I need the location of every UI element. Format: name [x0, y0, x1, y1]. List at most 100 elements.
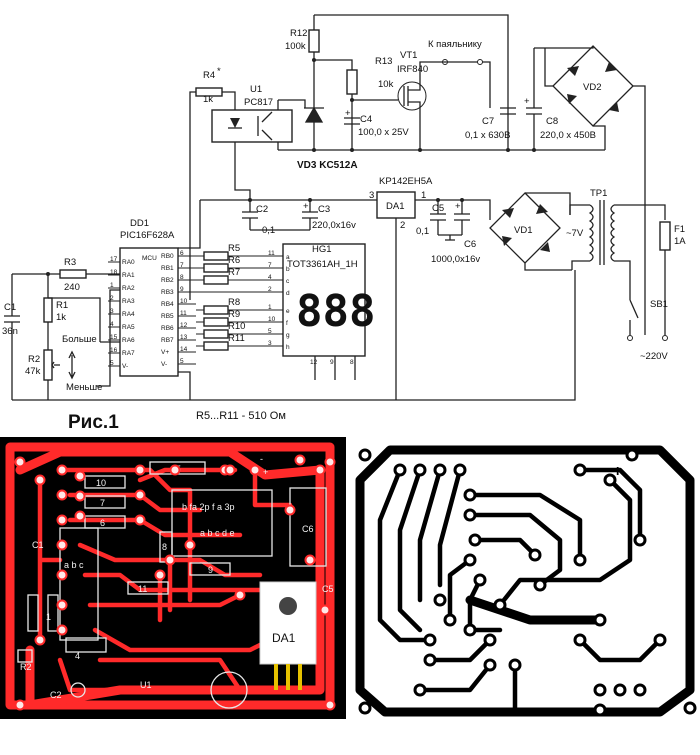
- mcu-left-pin-num: 4: [110, 321, 114, 328]
- r13-value: 10k: [378, 79, 394, 90]
- mcu-left-pin-num: 3: [110, 308, 114, 315]
- f1-value: 1A: [674, 236, 686, 247]
- c6-label: C6: [464, 239, 476, 250]
- optocoupler-u1: [211, 109, 293, 143]
- hg1-pin-num: 3: [268, 340, 272, 347]
- sb1-label: SB1: [650, 299, 668, 310]
- r9-label: R9: [228, 309, 240, 320]
- c1-value: 36n: [2, 326, 18, 337]
- mcu-right-pin-num: 10: [180, 298, 188, 305]
- pcb-component-side: 5 10 7 6 8 9 11 b fa 2p f a 3p a b c d e…: [0, 437, 346, 719]
- r2-value: 47k: [25, 366, 41, 377]
- r1-label: R1: [56, 300, 68, 311]
- c7-label: C7: [482, 116, 494, 127]
- r2-label: R2: [28, 354, 40, 365]
- mains-label: ~220V: [640, 351, 668, 362]
- pcb-minus: -: [260, 454, 263, 464]
- mcu-left-pin-num: 2: [110, 295, 114, 302]
- mcu-left-pin-name: RA3: [122, 298, 135, 305]
- resistor-r8: [203, 305, 229, 315]
- pcb-da1-label: DA1: [272, 631, 296, 645]
- mcu-right-pin-num: 14: [180, 346, 188, 353]
- r1-value: 1k: [56, 312, 66, 323]
- pcb-da1-body: [259, 581, 317, 665]
- less-label: Меньше: [66, 382, 102, 393]
- pcb-board-red: [0, 437, 346, 719]
- r3-value: 240: [64, 282, 80, 293]
- c6-value: 1000,0x16v: [431, 254, 480, 265]
- pcb-solder-side: +: [352, 437, 700, 719]
- pcb-r1-label: 1: [46, 612, 51, 622]
- r4-value: 1k: [203, 94, 213, 105]
- da1-label: DA1: [386, 201, 404, 212]
- r3-label: R3: [64, 257, 76, 268]
- c4-label: C4: [360, 114, 372, 125]
- pcb-seg-top: b fa 2p f a 3p: [182, 502, 235, 512]
- da1-pin2: 2: [400, 220, 405, 231]
- hg1-pin-letter: h: [286, 344, 290, 351]
- resistor-r6: [203, 263, 229, 273]
- mcu-right-pin-num: 13: [180, 334, 188, 341]
- regulator-da1: [376, 191, 416, 219]
- dd1-label: DD1: [130, 218, 149, 229]
- hg1-pin-letter: f: [286, 320, 288, 327]
- vd1-label: VD1: [514, 225, 532, 236]
- svg-text:+: +: [524, 96, 530, 107]
- c8-label: C8: [546, 116, 558, 127]
- resistor-r7: [203, 275, 229, 285]
- resistor-r12: [308, 29, 320, 53]
- c4-value: 100,0 x 25V: [358, 127, 409, 138]
- resistor-note: R5...R11 - 510 Ом: [196, 410, 286, 422]
- mcu-right-pin-name: RB2: [161, 277, 174, 284]
- vt1-label: VT1: [400, 50, 417, 61]
- mcu-left-pin-name: RA0: [122, 259, 135, 266]
- mcu-left-pin-num: 16: [110, 347, 118, 354]
- mcu-right-pin-num: 5: [180, 358, 184, 365]
- r12-label: R12: [290, 28, 307, 39]
- mcu-right-pins: 6RB07RB18RB29RB310RB411RB512RB613RB714V+…: [161, 250, 196, 368]
- pcb-pins-abc: a b c: [64, 560, 84, 570]
- mcu-left-pin-name: RA6: [122, 337, 135, 344]
- pcb-r11-label: 11: [138, 584, 147, 594]
- potentiometer-r2: [43, 349, 53, 381]
- fuse-f1: [659, 221, 671, 251]
- solder-terminal-2: [442, 59, 448, 65]
- pcb-c5-label: C5: [322, 584, 334, 594]
- hg1-pin-num: 1: [268, 304, 272, 311]
- pcb-plus: +: [263, 467, 268, 477]
- tp1-label: TP1: [590, 188, 607, 199]
- c1-label: C1: [4, 302, 16, 313]
- pcb-c1-label: C1: [32, 540, 44, 550]
- zener-vd3: [304, 106, 324, 123]
- mcu-left-pin-num: 17: [110, 256, 118, 263]
- f1-label: F1: [674, 224, 685, 235]
- vd2-label: VD2: [583, 82, 601, 93]
- r6-label: R6: [228, 255, 240, 266]
- r7-label: R7: [228, 267, 240, 278]
- u1-label: U1: [250, 84, 262, 95]
- mcu-right-pin-num: 12: [180, 322, 188, 329]
- mcu-right-pin-name: RB3: [161, 289, 174, 296]
- mcu-left-pin-num: 5: [110, 360, 114, 367]
- solder-terminal-1: [477, 59, 483, 65]
- mcu-left-pin-name: RA5: [122, 324, 135, 331]
- mcu-dd1: [119, 247, 179, 377]
- hg1-pin-num: 10: [268, 316, 276, 323]
- mcu-right-pin-num: 6: [180, 250, 184, 257]
- c7-value: 0,1 x 630B: [465, 130, 510, 141]
- r11-label: R11: [228, 333, 245, 344]
- mcu-left-pin-num: 18: [110, 269, 118, 276]
- mcu-right-pin-name: V-: [161, 361, 167, 368]
- c5-label: C5: [432, 203, 444, 214]
- r13-label: R13: [375, 56, 392, 67]
- pcb-r2-label: R2: [20, 662, 32, 672]
- pcb-r6-label: 6: [100, 518, 105, 528]
- mcu-right-pin-name: RB5: [161, 313, 174, 320]
- mcu-right-pin-name: RB7: [161, 337, 174, 344]
- r10-label: R10: [228, 321, 245, 332]
- pcb-u1-label: U1: [140, 680, 152, 690]
- c3-value: 220,0x16v: [312, 220, 356, 231]
- hg1-pin-num: 5: [268, 328, 272, 335]
